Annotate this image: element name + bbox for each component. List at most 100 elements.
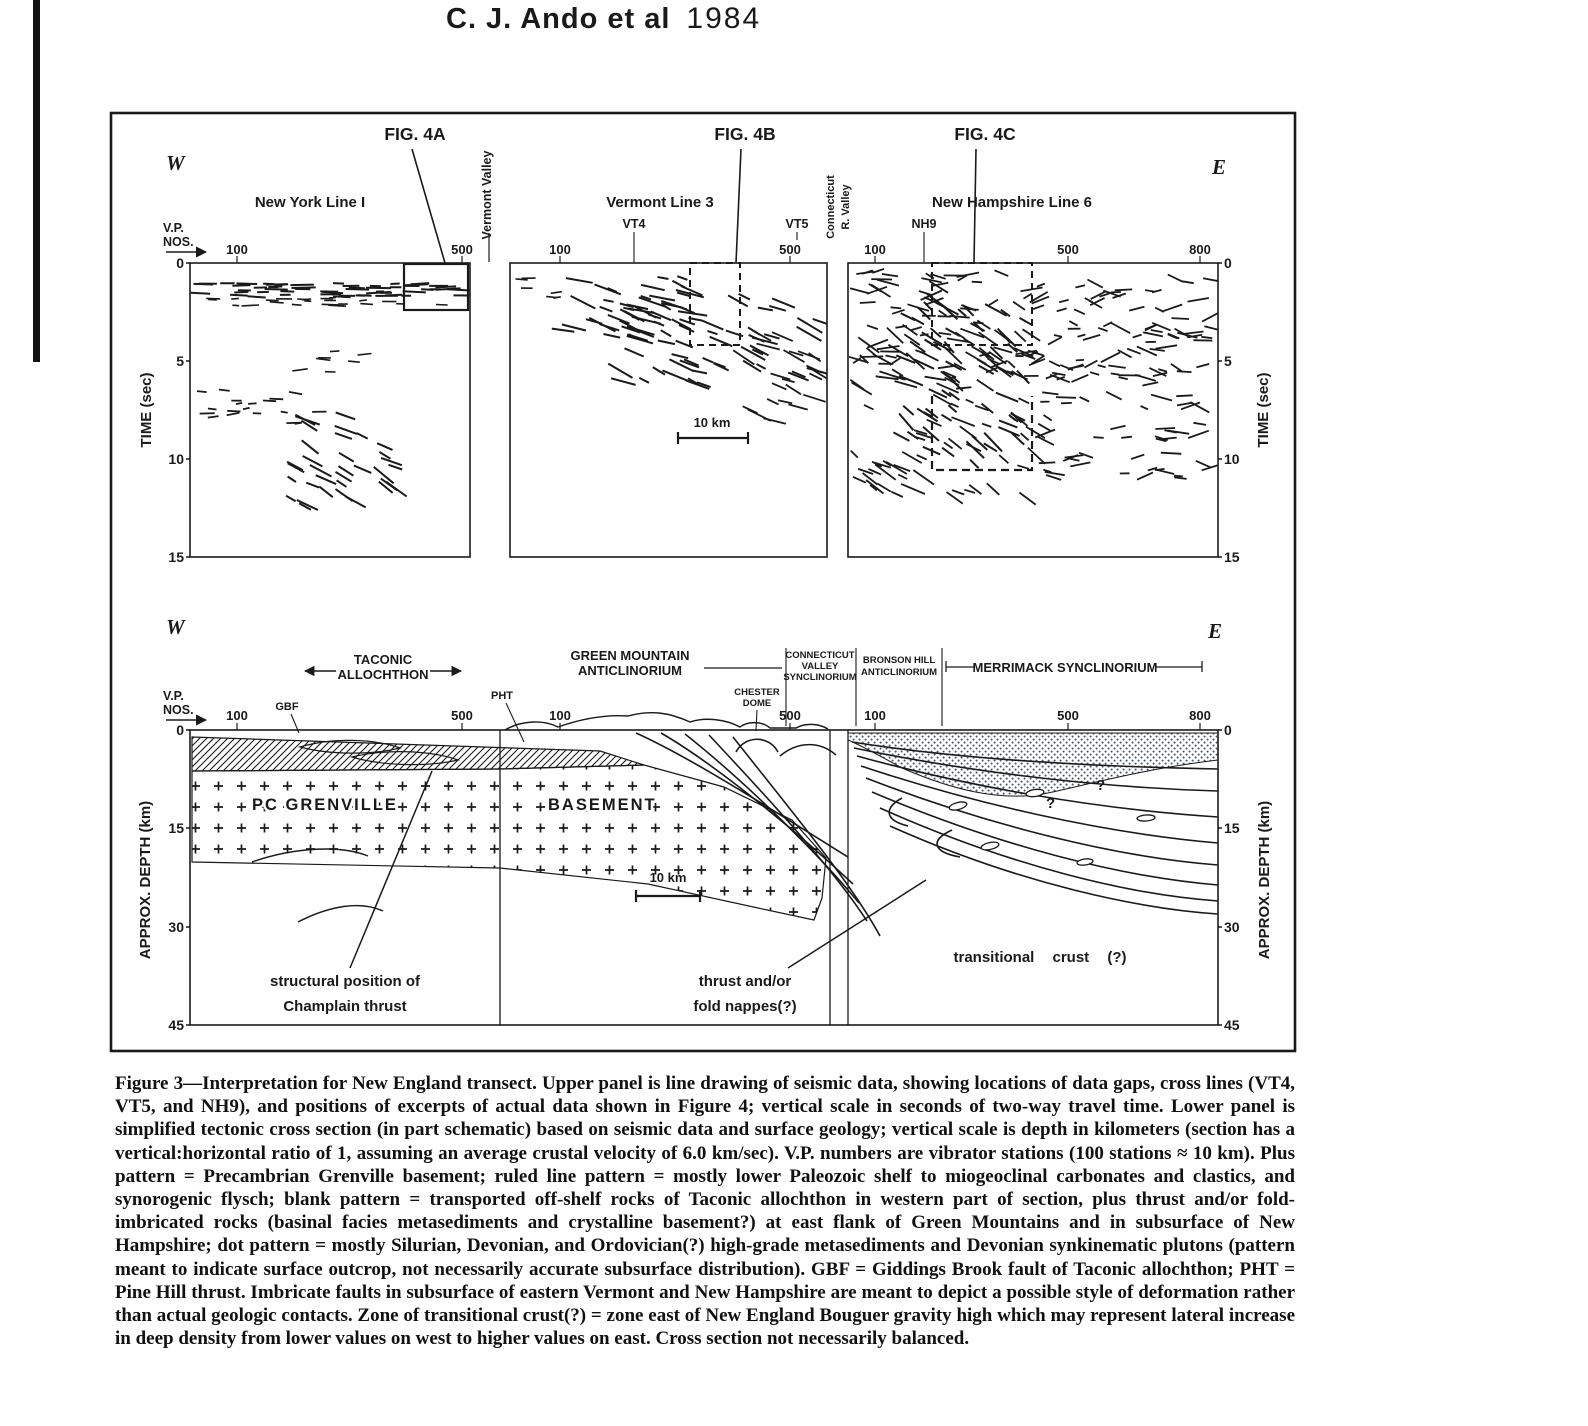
chester-dome-label: CHESTER DOME [734,687,780,732]
vp-numbers-upper: 100 500 100 500 100 500 800 [226,242,1211,263]
imbricate-fault-curves [635,732,881,937]
svg-text:ANTICLINORIUM: ANTICLINORIUM [861,667,937,678]
depth-ticks-right: 0 15 30 45 [1218,722,1240,1033]
champlain-annotation-1: structural position of [270,973,421,990]
vp-label-upper-2: NOS. [163,235,194,249]
line-title-nh: New Hampshire Line 6 [932,194,1092,211]
fig-leader-lines [411,148,977,264]
vp-label-upper-1: V.P. [163,221,184,235]
figure-caption: Figure 3—Interpretation for New England … [115,1073,1295,1350]
fig-4b-label: FIG. 4B [714,124,775,144]
svg-text:15: 15 [168,549,184,565]
svg-text:500: 500 [779,242,801,257]
svg-text:SYNCLINORIUM: SYNCLINORIUM [783,672,856,683]
scalebar-lower [634,890,702,902]
scan-artifact [33,0,40,362]
east-marker-lower: E [1207,619,1222,643]
svg-text:15: 15 [1224,549,1240,565]
pht-leader [505,702,525,743]
nappes-annotation-2: fold nappes(?) [693,998,796,1015]
basement-text: BASEMENT [548,796,657,814]
svg-text:500: 500 [779,708,801,723]
svg-text:100: 100 [226,708,248,723]
svg-text:BRONSON HILL: BRONSON HILL [863,655,936,666]
gbf-label: GBF [275,701,299,713]
svg-text:15: 15 [168,820,184,836]
svg-text:100: 100 [226,242,248,257]
crossline-ticks [633,232,925,263]
time-ticks-left: 0 5 10 15 [168,255,190,565]
fold-nappe-curves [851,741,1219,915]
transitional-crust-text: transitional crust (?) [953,949,1126,966]
svg-text:30: 30 [168,919,184,935]
line-title-vt: Vermont Line 3 [606,194,714,211]
svg-text:5: 5 [1224,353,1232,369]
svg-text:800: 800 [1189,242,1211,257]
vermont-valley-label: Vermont Valley [480,150,494,239]
grenville-basement-plus-pattern [191,764,827,921]
svg-text:30: 30 [1224,919,1240,935]
fig-4a-label: FIG. 4A [384,124,446,144]
svg-text:100: 100 [864,708,886,723]
scalebar-label-lower: 10 km [650,870,687,885]
west-marker-lower: W [166,615,186,639]
connecticut-valley-label-1: Connecticut [825,175,837,239]
seismic-line-drawing [190,267,1218,511]
svg-text:45: 45 [168,1017,184,1033]
time-axis-label-left: TIME (sec) [138,372,155,447]
lower-cross-section-panel: W E TACONIC ALLOCHTHON GREEN MOUNTAIN AN… [137,615,1273,1033]
svg-text:VALLEY: VALLEY [802,661,839,672]
crossline-nh9: NH9 [911,217,936,231]
scalebar-upper [676,432,750,444]
svg-text:15: 15 [1224,820,1240,836]
svg-text:0: 0 [1224,722,1232,738]
line-title-ny: New York Line I [255,194,365,211]
svg-text:10: 10 [168,451,184,467]
svg-text:CHESTER: CHESTER [734,687,780,698]
nappes-leader [787,879,927,969]
year-text: 1984 [686,2,762,35]
svg-text:500: 500 [1057,242,1079,257]
vp-numbers-lower: 100 500 100 500 100 500 800 [226,708,1211,730]
green-mountain-label-1: GREEN MOUNTAIN [571,648,690,663]
depth-ticks-left: 0 15 30 45 [168,722,190,1033]
champlain-leader [349,770,433,969]
figure-border [109,111,1297,1053]
time-ticks-right: 0 5 10 15 [1218,255,1240,565]
scalebar-label-upper: 10 km [694,415,731,430]
crossline-vt5: VT5 [786,217,809,231]
connecticut-valley-synclinorium-label: CONNECTICUT VALLEY SYNCLINORIUM [783,650,856,683]
svg-text:0: 0 [176,255,184,271]
question-mark-1: ? [1046,795,1055,812]
surface-topography [504,711,829,731]
svg-text:5: 5 [176,353,184,369]
label-bracket-lines [785,648,943,726]
merrimack-flank-lines [945,661,1203,672]
bronson-hill-label: BRONSON HILL ANTICLINORIUM [861,655,937,678]
time-axis-label-right: TIME (sec) [1255,372,1272,447]
crossline-vt4: VT4 [623,217,646,231]
nappes-annotation-1: thrust and/or [699,973,792,990]
merrimack-label: MERRIMACK SYNCLINORIUM [973,660,1158,675]
pc-grenville-text: PC GRENVILLE [252,796,398,814]
taconic-klippe-lenses [297,739,461,766]
svg-text:10: 10 [1224,451,1240,467]
svg-text:100: 100 [549,242,571,257]
vp-label-lower-2: NOS. [163,703,194,717]
depth-axis-label-left: APPROX. DEPTH (km) [137,801,154,959]
excerpt-boxes [402,262,1034,472]
pluton-lens-symbols [948,788,1156,866]
svg-text:500: 500 [451,242,473,257]
metasediment-dot-pattern [847,732,1219,797]
figure-3-graphic: FIG. 4A FIG. 4B FIG. 4C W E New York Lin… [33,0,1297,1053]
upper-seismic-panel: FIG. 4A FIG. 4B FIG. 4C W E New York Lin… [138,124,1272,565]
west-marker-upper: W [166,151,186,175]
pht-label: PHT [491,690,513,702]
svg-text:DOME: DOME [743,698,772,709]
svg-text:100: 100 [864,242,886,257]
green-mountain-label-2: ANTICLINORIUM [578,663,682,678]
seismic-panel-borders [189,262,1219,558]
east-marker-upper: E [1211,155,1226,179]
